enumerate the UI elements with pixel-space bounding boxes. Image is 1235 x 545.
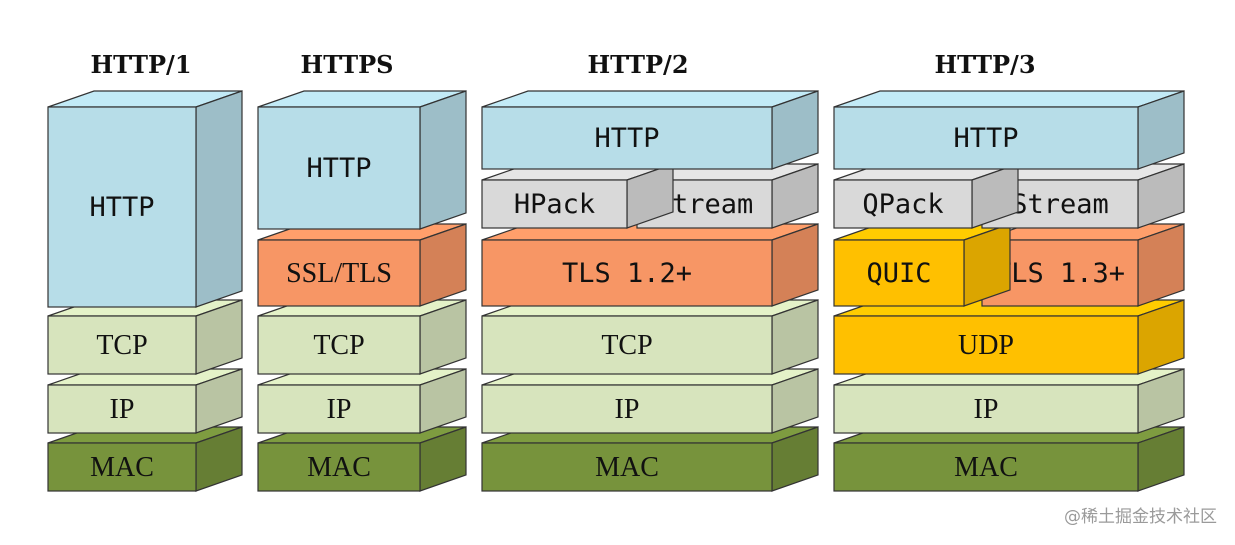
layer-label: MAC xyxy=(307,452,371,483)
layer-http-2-tcp: TCP xyxy=(481,299,819,375)
layer-label: QUIC xyxy=(866,258,931,289)
layer-http-2-http: HTTP xyxy=(481,90,819,170)
layer-front-face xyxy=(47,442,197,492)
layer-label: HPack xyxy=(514,189,595,220)
layer-http-2-mac: MAC xyxy=(481,426,819,492)
layer-front-face xyxy=(833,442,1139,492)
layer-label: TLS 1.3+ xyxy=(995,258,1125,289)
layer-http-3-udp: UDP xyxy=(833,299,1185,375)
layer-http-2-tls-1-2: TLS 1.2+ xyxy=(481,223,819,307)
layer-front-face xyxy=(257,239,421,307)
column-title-https: HTTPS xyxy=(301,50,394,79)
layer-front-face xyxy=(833,179,973,229)
column-title-http-2: HTTP/2 xyxy=(587,50,688,79)
layer-front-face xyxy=(47,384,197,434)
layer-https-ip: IP xyxy=(257,368,467,434)
layer-http-3-http: HTTP xyxy=(833,90,1185,170)
layer-label: QPack xyxy=(862,189,943,220)
layer-label: IP xyxy=(327,394,352,425)
layer-top-face xyxy=(481,90,819,108)
layer-https-http: HTTP xyxy=(257,90,467,230)
layer-label: MAC xyxy=(595,452,659,483)
layer-front-face xyxy=(47,315,197,375)
layer-http-2-ip: IP xyxy=(481,368,819,434)
layer-front-face xyxy=(257,106,421,230)
layer-label: TLS 1.2+ xyxy=(562,258,692,289)
layer-label: HTTP xyxy=(953,123,1018,154)
layer-front-face xyxy=(481,384,773,434)
layer-https-tcp: TCP xyxy=(257,299,467,375)
layer-http-1-http: HTTP xyxy=(47,90,243,308)
layer-https-ssl-tls: SSL/TLS xyxy=(257,223,467,307)
layer-front-face xyxy=(481,315,773,375)
layer-label: IP xyxy=(110,394,135,425)
watermark: @稀土掘金技术社区 xyxy=(1064,507,1217,527)
layer-top-face xyxy=(833,90,1185,108)
layer-front-face xyxy=(481,239,773,307)
layer-label: Stream xyxy=(1011,189,1109,220)
layer-label: IP xyxy=(974,394,999,425)
layer-front-face xyxy=(481,106,773,170)
layer-label: HTTP xyxy=(89,192,154,223)
column-title-http-3: HTTP/3 xyxy=(934,50,1035,79)
layer-label: TCP xyxy=(313,330,364,361)
layer-side-face xyxy=(419,90,467,230)
layer-label: MAC xyxy=(954,452,1018,483)
layer-http-1-mac: MAC xyxy=(47,426,243,492)
layer-http-3-mac: MAC xyxy=(833,426,1185,492)
layer-front-face xyxy=(257,315,421,375)
layer-label: TCP xyxy=(96,330,147,361)
layer-front-face xyxy=(833,106,1139,170)
layer-front-face xyxy=(481,442,773,492)
layer-label: HTTP xyxy=(594,123,659,154)
layer-http-3-tls-1-3: TLS 1.3+ xyxy=(981,223,1185,307)
layer-front-face xyxy=(833,315,1139,375)
layer-label: HTTP xyxy=(306,153,371,184)
layer-http-3-quic: QUIC xyxy=(833,223,1011,307)
layer-front-face xyxy=(833,239,965,307)
layer-https-mac: MAC xyxy=(257,426,467,492)
layer-front-face xyxy=(257,442,421,492)
layer-label: UDP xyxy=(958,330,1014,361)
layer-front-face xyxy=(47,106,197,308)
layer-label: SSL/TLS xyxy=(286,258,392,289)
layer-label: IP xyxy=(615,394,640,425)
column-title-http-1: HTTP/1 xyxy=(90,50,191,79)
layer-http-3-ip: IP xyxy=(833,368,1185,434)
layer-side-face xyxy=(195,90,243,308)
layer-front-face xyxy=(833,384,1139,434)
layer-http-1-tcp: TCP xyxy=(47,299,243,375)
layer-http-1-ip: IP xyxy=(47,368,243,434)
layer-front-face xyxy=(257,384,421,434)
layer-front-face xyxy=(481,179,628,229)
layer-label: TCP xyxy=(601,330,652,361)
layer-http-2-hpack: HPack xyxy=(481,163,674,229)
layer-label: MAC xyxy=(90,452,154,483)
layer-http-3-qpack: QPack xyxy=(833,163,1019,229)
